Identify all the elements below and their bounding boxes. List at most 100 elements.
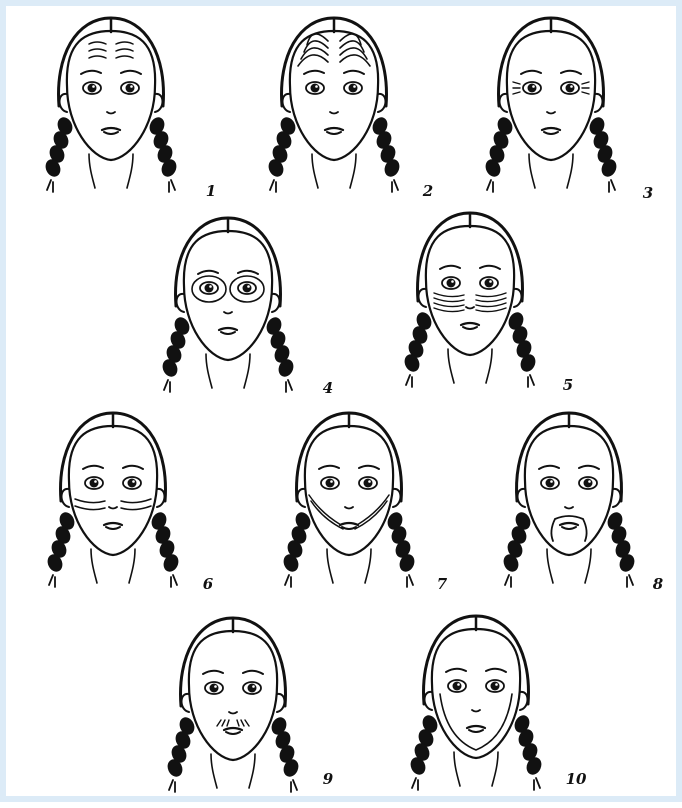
eyebrow-right	[486, 669, 506, 672]
braid-left	[281, 510, 313, 587]
ear-left	[500, 94, 508, 112]
face-outline	[426, 226, 514, 355]
nose	[229, 712, 237, 714]
mark	[121, 506, 151, 510]
mouth-lower	[226, 732, 240, 734]
face-outline	[189, 631, 277, 760]
mark	[116, 56, 133, 58]
neck-left	[91, 549, 97, 583]
ear-left	[298, 489, 306, 507]
mouth-upper	[560, 523, 578, 525]
mark	[121, 499, 151, 503]
ear-left	[62, 489, 70, 507]
eye-right	[579, 477, 597, 489]
marking-lines	[217, 720, 249, 726]
braid-tip	[49, 575, 55, 587]
nose	[565, 507, 573, 509]
mark	[434, 298, 464, 302]
face-8	[501, 413, 637, 587]
mouth-lower	[106, 527, 120, 529]
face-diagram: 12345678910	[6, 6, 682, 808]
face-5	[402, 213, 538, 387]
braid-left	[160, 315, 192, 392]
neck-left	[211, 754, 217, 788]
ear-right	[393, 489, 401, 507]
eyebrow-right	[579, 466, 599, 469]
nose	[466, 307, 474, 309]
eye-left	[541, 477, 559, 489]
eyebrow-left	[539, 466, 559, 469]
eyebrow-left	[304, 71, 324, 74]
eye-right	[123, 477, 141, 489]
mark	[237, 720, 239, 726]
ear-right	[277, 694, 285, 712]
face-label: 6	[203, 575, 214, 593]
neck-left	[529, 154, 535, 188]
braid-right	[264, 315, 296, 392]
ear-right	[272, 294, 280, 312]
eyebrow-right	[344, 71, 364, 74]
ear-left	[419, 289, 427, 307]
braid-right	[147, 115, 179, 192]
eyebrow-right	[561, 71, 581, 74]
neck-right	[567, 154, 573, 188]
mark	[476, 303, 506, 307]
mark	[245, 720, 249, 726]
ear-left	[60, 94, 68, 112]
eyebrow-left	[203, 671, 223, 674]
mark	[513, 82, 520, 84]
neck-left	[327, 549, 333, 583]
mark	[75, 499, 105, 503]
braid-left	[266, 115, 298, 192]
face-label: 10	[566, 770, 587, 788]
neck-left	[206, 354, 212, 388]
braid-left	[408, 713, 440, 790]
face-1	[43, 18, 179, 192]
eye-right	[561, 82, 579, 94]
mark	[582, 82, 589, 84]
marking-lines	[89, 42, 133, 58]
nose	[109, 507, 117, 509]
braid-tip	[406, 375, 412, 387]
face-6	[45, 413, 181, 587]
ear-right	[520, 692, 528, 710]
ear-right	[378, 94, 386, 112]
eye-right	[359, 477, 377, 489]
eyebrow-right	[121, 71, 141, 74]
eyebrow-left	[521, 71, 541, 74]
face-9	[165, 618, 301, 792]
nose	[472, 710, 480, 712]
mark	[476, 308, 506, 312]
braid-right	[506, 310, 538, 387]
mouth-upper	[461, 323, 479, 325]
eye-left	[321, 477, 339, 489]
mouth-upper	[102, 128, 120, 130]
marking-lines	[192, 276, 264, 302]
marking-lines	[298, 34, 370, 66]
neck-right	[249, 754, 255, 788]
face-4	[160, 218, 296, 392]
braid-tip	[407, 575, 413, 587]
face-2	[266, 18, 402, 192]
mark	[116, 42, 133, 44]
eyebrow-left	[81, 71, 101, 74]
face-outline	[69, 426, 157, 555]
face-label: 3	[643, 184, 653, 202]
mark	[89, 49, 106, 51]
braid-right	[512, 713, 544, 790]
braid-right	[269, 715, 301, 792]
nose	[547, 112, 555, 114]
face-outline	[290, 31, 378, 160]
neck-right	[244, 354, 250, 388]
mark	[75, 506, 105, 510]
nose	[330, 112, 338, 114]
face-outline	[67, 31, 155, 160]
braid-tip	[164, 380, 170, 392]
face-label: 7	[437, 575, 448, 593]
eyebrow-left	[440, 266, 460, 269]
mouth-upper	[219, 328, 237, 330]
eye-right	[121, 82, 139, 94]
braid-left	[483, 115, 515, 192]
mark	[513, 92, 520, 94]
braid-left	[501, 510, 533, 587]
